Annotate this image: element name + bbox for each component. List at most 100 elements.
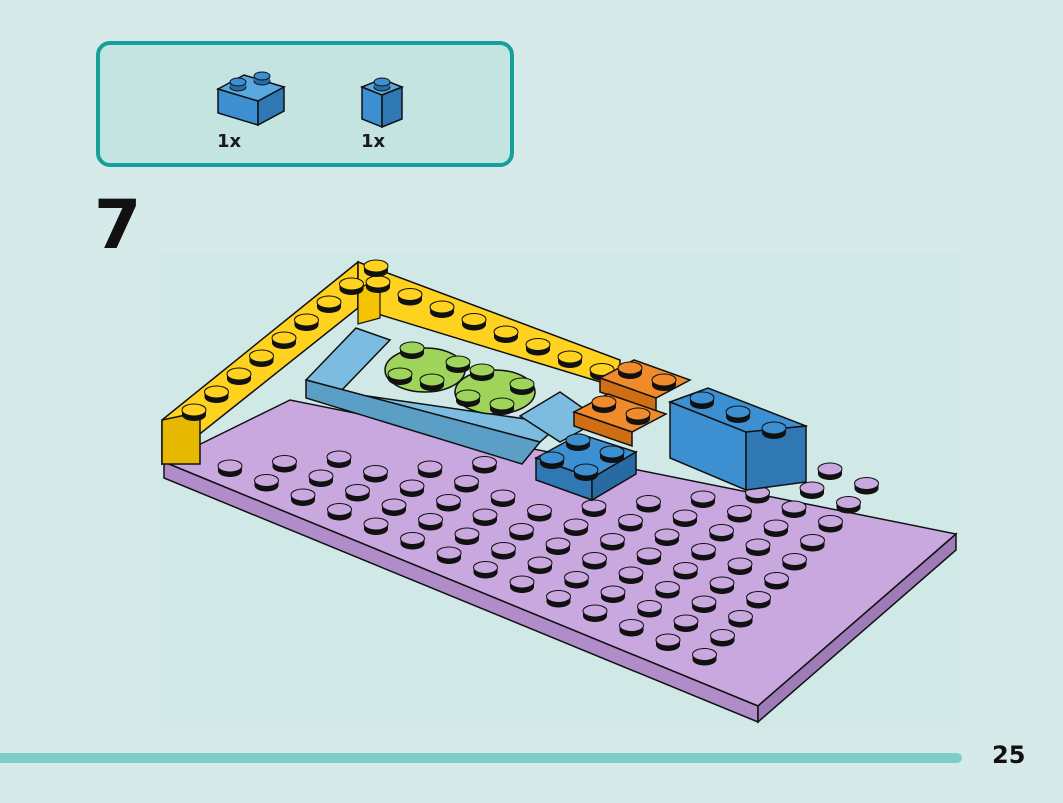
- plate-stud: [618, 566, 644, 584]
- part-blue-brick-1x2: [214, 69, 286, 136]
- step-number: 7: [94, 186, 142, 265]
- plate-stud: [345, 484, 370, 502]
- green-stud: [455, 389, 481, 407]
- yellow-stud: [294, 313, 319, 331]
- plate-stud: [308, 469, 334, 487]
- plate-stud: [400, 532, 425, 550]
- orange-plates: [572, 359, 692, 448]
- yellow-studs: [181, 259, 615, 421]
- blue-stud: [573, 463, 599, 481]
- blue-stud: [565, 433, 591, 451]
- yellow-stud: [429, 300, 455, 318]
- plate-stud: [563, 518, 589, 536]
- plate-stud: [436, 546, 462, 564]
- blue-stud: [599, 445, 625, 463]
- plate-stud: [782, 553, 807, 571]
- plate-stud: [673, 562, 698, 580]
- plate-stud: [727, 557, 753, 575]
- plate-stud: [546, 590, 571, 608]
- plate-stud: [746, 591, 771, 609]
- plate-stud: [672, 509, 698, 527]
- plate-stud: [691, 543, 716, 561]
- plate-stud: [454, 475, 479, 493]
- yellow-stud: [365, 275, 391, 293]
- light-blue-tiles: [304, 327, 602, 465]
- plate-stud: [710, 629, 735, 647]
- purple-plate: [162, 399, 958, 724]
- blue-bricks: [534, 387, 809, 502]
- plate-stud: [727, 505, 752, 523]
- plate-stud: [454, 527, 480, 545]
- plate-stud: [691, 595, 717, 613]
- page-number: 25: [992, 741, 1026, 769]
- blue-stud: [539, 451, 565, 469]
- green-stud: [387, 367, 413, 385]
- build-illustration: [160, 252, 960, 727]
- yellow-stud: [363, 259, 389, 277]
- plate-stud: [619, 619, 644, 637]
- plate-stud: [764, 572, 789, 590]
- yellow-stud: [493, 325, 519, 343]
- plate-stud: [655, 633, 681, 651]
- green-stud: [445, 355, 471, 373]
- blue-studs: [539, 391, 787, 481]
- part-count: 1x: [361, 131, 386, 152]
- plate-stud: [818, 515, 843, 533]
- yellow-stud: [461, 313, 487, 331]
- plate-stud: [564, 571, 589, 589]
- yellow-stud: [181, 403, 207, 421]
- yellow-bricks: [161, 259, 621, 466]
- green-stud: [419, 373, 445, 391]
- plate-stud: [217, 459, 243, 477]
- plate-stud: [800, 534, 825, 552]
- green-stud: [469, 363, 495, 381]
- plate-stud: [581, 499, 607, 517]
- plate-stud: [781, 500, 807, 518]
- plate-stud: [527, 556, 553, 574]
- plate-stud: [817, 462, 843, 480]
- plate-stud: [654, 528, 680, 546]
- yellow-stud: [339, 277, 364, 295]
- part-blue-brick-1x1: [358, 69, 406, 136]
- plate-studs: [217, 450, 879, 666]
- blue-brick-1x1-icon: [359, 77, 405, 129]
- plate-stud: [290, 488, 316, 506]
- plate-stud: [618, 514, 643, 532]
- plate-stud: [799, 481, 825, 499]
- green-studs: [387, 341, 535, 415]
- green-round-tiles: [384, 341, 536, 415]
- plate-stud: [272, 455, 297, 473]
- plate-stud: [491, 542, 516, 560]
- plate-stud: [472, 508, 498, 526]
- plate-stud: [836, 496, 861, 514]
- orange-stud: [651, 373, 677, 391]
- green-stud: [399, 341, 425, 359]
- plate-stud: [600, 585, 626, 603]
- plate-stud: [509, 523, 534, 541]
- orange-stud: [625, 407, 651, 425]
- yellow-stud: [525, 338, 551, 356]
- plate-stud: [254, 474, 279, 492]
- plate-stud: [399, 479, 425, 497]
- yellow-stud: [204, 385, 229, 403]
- plate-stud: [490, 489, 516, 507]
- blue-stud: [725, 405, 751, 423]
- plate-stud: [418, 513, 443, 531]
- plate-stud: [381, 498, 407, 516]
- blue-stud: [761, 421, 787, 439]
- plate-stud: [637, 600, 662, 618]
- yellow-stud: [397, 288, 423, 306]
- progress-bar: [0, 753, 962, 763]
- blue-brick-1x2-icon: [216, 71, 286, 127]
- yellow-stud: [316, 295, 342, 313]
- yellow-stud: [249, 349, 274, 367]
- green-stud: [509, 377, 535, 395]
- plate-stud: [326, 450, 352, 468]
- plate-stud: [854, 477, 879, 495]
- part-count: 1x: [217, 131, 242, 152]
- plate-stud: [363, 517, 389, 535]
- orange-studs: [591, 361, 677, 425]
- plate-stud: [709, 576, 735, 594]
- plate-stud: [692, 648, 717, 666]
- plate-stud: [327, 503, 352, 521]
